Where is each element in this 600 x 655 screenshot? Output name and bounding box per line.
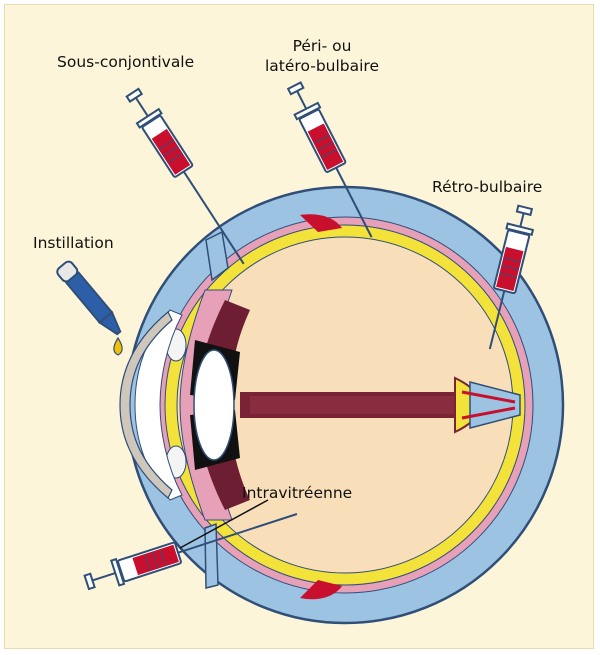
optic-vessels xyxy=(461,390,516,420)
label-peri-line1: Péri- ou xyxy=(292,37,352,55)
label-sous-conjonctivale: Sous-conjontivale xyxy=(57,53,195,71)
extraocular-muscle xyxy=(300,214,342,232)
vitreous-highlight xyxy=(250,396,460,414)
label-peri-line2: latéro-bulbaire xyxy=(265,57,379,75)
eyeball xyxy=(119,185,565,625)
syringe-retro-bulbaire xyxy=(488,204,535,350)
label-peri-bulbaire: Péri- ou latéro-bulbaire xyxy=(252,36,392,76)
label-instillation: Instillation xyxy=(33,234,114,252)
syringe-sous-conjonctivale xyxy=(125,87,245,265)
dropper-instillation xyxy=(56,260,122,336)
intravitreenne-leader xyxy=(179,499,269,549)
extraocular-muscle xyxy=(300,580,342,600)
anterior-chamber xyxy=(134,309,183,501)
optic-nerve xyxy=(469,381,521,429)
drop xyxy=(113,336,123,356)
label-intravitreenne: Intravitréenne xyxy=(242,484,353,502)
label-retro-bulbaire: Rétro-bulbaire xyxy=(432,178,543,196)
syringe-intravitreenne xyxy=(83,513,298,591)
cornea xyxy=(119,311,173,499)
lens xyxy=(193,349,235,461)
syringe-peri-bulbaire xyxy=(286,81,373,238)
conjunctiva-upper xyxy=(205,230,229,282)
